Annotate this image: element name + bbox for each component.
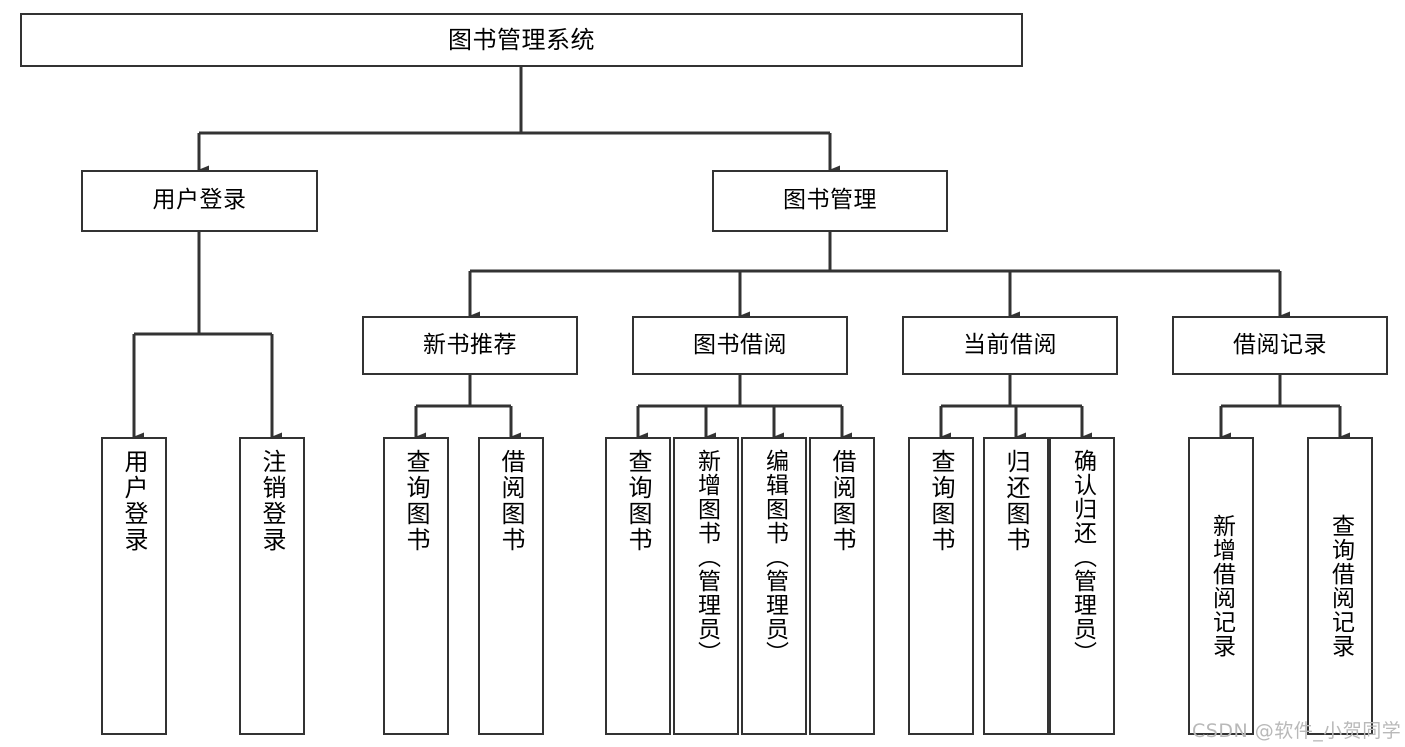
node-level2-current-borrow[interactable]: 当前借阅 — [902, 316, 1118, 375]
node-leaf-return-book-label: 归还图书 — [1002, 449, 1030, 553]
node-level1-user-login[interactable]: 用户登录 — [81, 170, 318, 232]
node-level2-borrow-record-label: 借阅记录 — [1233, 331, 1327, 358]
node-leaf-borrow-book-label: 借阅图书 — [828, 449, 856, 553]
node-leaf-logout-login[interactable]: 注销登录 — [239, 437, 305, 735]
node-level2-current-borrow-label: 当前借阅 — [963, 331, 1057, 358]
node-leaf-query-borrow-record[interactable]: 查询借阅记录 — [1307, 437, 1373, 735]
node-leaf-add-book-admin[interactable]: 新增图书（管理员） — [673, 437, 739, 735]
node-level2-book-borrow-label: 图书借阅 — [693, 331, 787, 358]
node-leaf-query-book-current-label: 查询图书 — [927, 449, 955, 553]
node-root-label: 图书管理系统 — [448, 25, 595, 54]
node-leaf-confirm-return-admin-label: 确认归还（管理员） — [1069, 449, 1096, 665]
node-level1-book-management-label: 图书管理 — [783, 187, 877, 214]
node-leaf-return-book[interactable]: 归还图书 — [983, 437, 1049, 735]
node-leaf-logout-login-label: 注销登录 — [258, 449, 286, 553]
node-leaf-borrow-book-recommend-label: 借阅图书 — [497, 449, 525, 553]
node-leaf-query-book-borrow-label: 查询图书 — [624, 449, 652, 553]
node-leaf-borrow-book[interactable]: 借阅图书 — [809, 437, 875, 735]
node-leaf-query-book-current[interactable]: 查询图书 — [908, 437, 974, 735]
node-leaf-edit-book-admin[interactable]: 编辑图书（管理员） — [741, 437, 807, 735]
node-level2-new-book-recommend-label: 新书推荐 — [423, 331, 517, 358]
node-leaf-query-book-recommend-label: 查询图书 — [402, 449, 430, 553]
node-leaf-add-borrow-record-label: 新增借阅记录 — [1208, 514, 1235, 658]
node-leaf-confirm-return-admin[interactable]: 确认归还（管理员） — [1049, 437, 1115, 735]
node-level2-book-borrow[interactable]: 图书借阅 — [632, 316, 848, 375]
node-leaf-query-borrow-record-label: 查询借阅记录 — [1327, 514, 1354, 658]
node-leaf-user-login[interactable]: 用户登录 — [101, 437, 167, 735]
node-leaf-user-login-label: 用户登录 — [120, 449, 148, 553]
node-leaf-borrow-book-recommend[interactable]: 借阅图书 — [478, 437, 544, 735]
node-level2-new-book-recommend[interactable]: 新书推荐 — [362, 316, 578, 375]
node-root[interactable]: 图书管理系统 — [20, 13, 1023, 67]
node-leaf-add-borrow-record[interactable]: 新增借阅记录 — [1188, 437, 1254, 735]
node-level1-user-login-label: 用户登录 — [152, 187, 247, 214]
node-level2-borrow-record[interactable]: 借阅记录 — [1172, 316, 1388, 375]
node-level1-book-management[interactable]: 图书管理 — [712, 170, 948, 232]
csdn-watermark: CSDN @软件_小贺同学 — [1192, 720, 1402, 742]
node-leaf-query-book-borrow[interactable]: 查询图书 — [605, 437, 671, 735]
node-leaf-add-book-admin-label: 新增图书（管理员） — [693, 449, 720, 665]
node-leaf-query-book-recommend[interactable]: 查询图书 — [383, 437, 449, 735]
node-leaf-edit-book-admin-label: 编辑图书（管理员） — [761, 449, 788, 665]
